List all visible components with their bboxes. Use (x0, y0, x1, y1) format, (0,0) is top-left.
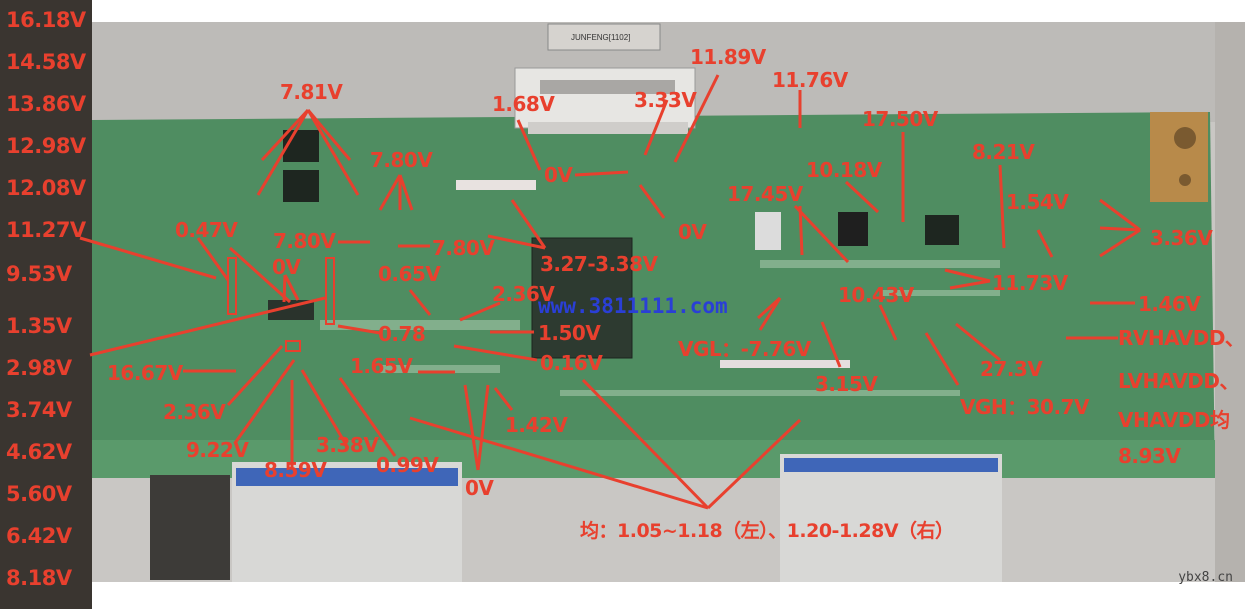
label-0v-a: 0V (272, 255, 301, 279)
label-0-99v: 0.99V (376, 453, 439, 477)
label-9-22v: 9.22V (186, 438, 249, 462)
left-voltage-6: 9.53V (6, 262, 72, 286)
left-voltage-9: 3.74V (6, 398, 72, 422)
label-27-3v: 27.3V (980, 357, 1043, 381)
label-0v-c: 0V (544, 163, 573, 187)
label-1-46v: 1.46V (1138, 292, 1201, 316)
label-0v-b: 0V (465, 476, 494, 500)
label-8-93v: 8.93V (1118, 444, 1181, 468)
left-voltage-12: 6.42V (6, 524, 72, 548)
label-7-81v: 7.81V (280, 80, 343, 104)
label-2-36v-b: 2.36V (492, 282, 555, 306)
label-1-54v: 1.54V (1006, 190, 1069, 214)
label-17-45v: 17.45V (727, 182, 803, 206)
left-voltage-1: 14.58V (6, 50, 86, 74)
label-7-80v-b: 7.80V (273, 229, 336, 253)
label-rvhavdd: RVHAVDD、 (1118, 326, 1245, 350)
left-voltage-5: 11.27V (6, 218, 86, 242)
label-1-65v: 1.65V (350, 354, 413, 378)
connector-label: JUNFENG[1102] (571, 33, 631, 42)
label-lvhavdd: LVHAVDD、 (1118, 369, 1240, 393)
site-url: www.3811111.com (538, 294, 728, 318)
label-1-68v: 1.68V (492, 92, 555, 116)
label-2-36v-a: 2.36V (163, 400, 226, 424)
label-vhavdd: VHAVDD均 (1118, 408, 1230, 432)
label-16-67v: 16.67V (107, 361, 183, 385)
label-0-78: 0.78 (378, 322, 426, 346)
left-voltage-0: 16.18V (6, 8, 86, 32)
label-17-50v: 17.50V (862, 107, 938, 131)
left-voltage-3: 12.98V (6, 134, 86, 158)
watermark: ybx8.cn (1178, 570, 1233, 585)
label-0v-d: 0V (678, 220, 707, 244)
label-10-18v: 10.18V (806, 158, 882, 182)
label-7-80v-a: 7.80V (370, 148, 433, 172)
left-voltage-2: 13.86V (6, 92, 86, 116)
left-voltage-8: 2.98V (6, 356, 72, 380)
label-0-47v: 0.47V (175, 218, 238, 242)
label-bottom-note: 均：1.05~1.18（左）、1.20-1.28V（右） (580, 520, 954, 542)
label-1-50v: 1.50V (538, 321, 601, 345)
label-11-89v: 11.89V (690, 45, 766, 69)
label-3-36v: 3.36V (1150, 226, 1213, 250)
label-8-59v: 8.59V (264, 458, 327, 482)
left-voltage-10: 4.62V (6, 440, 72, 464)
label-3-38v: 3.38V (316, 433, 379, 457)
left-voltage-4: 12.08V (6, 176, 86, 200)
label-vgl: VGL：-7.76V (678, 337, 811, 361)
label-1-42v: 1.42V (505, 413, 568, 437)
label-3-27-3-38v: 3.27-3.38V (540, 252, 658, 276)
label-0-65v: 0.65V (378, 262, 441, 286)
left-voltage-strip (0, 0, 92, 609)
label-vgh: VGH：30.7V (960, 395, 1089, 419)
label-0-16v: 0.16V (540, 351, 603, 375)
label-11-73v: 11.73V (992, 271, 1068, 295)
label-10-43v: 10.43V (838, 283, 914, 307)
left-voltage-11: 5.60V (6, 482, 72, 506)
left-voltage-13: 8.18V (6, 566, 72, 590)
left-voltage-7: 1.35V (6, 314, 72, 338)
label-7-80v-c: 7.80V (432, 236, 495, 260)
annotation-arrows (79, 74, 1141, 510)
label-11-76v: 11.76V (772, 68, 848, 92)
label-3-15v: 3.15V (815, 372, 878, 396)
label-3-33v: 3.33V (634, 88, 697, 112)
label-8-21v: 8.21V (972, 140, 1035, 164)
